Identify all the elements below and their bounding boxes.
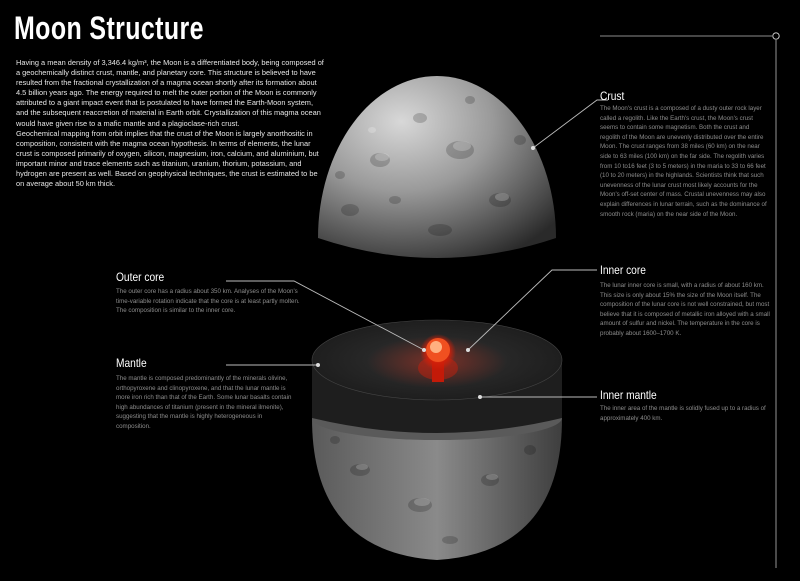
outer-core-title: Outer core	[116, 270, 165, 284]
intro-paragraph-1: Having a mean density of 3,346.4 kg/m³, …	[16, 58, 324, 128]
outer-core-description: The outer core has a radius about 350 km…	[116, 288, 300, 315]
crust-description: The Moon's crust is a composed of a dust…	[600, 105, 767, 218]
mantle-title: Mantle	[116, 356, 147, 370]
leader-lines	[226, 99, 608, 399]
crust-title: Crust	[600, 89, 625, 103]
frame-line	[600, 32, 780, 568]
bottom-hemisphere	[311, 319, 563, 560]
inner-mantle-title: Inner mantle	[600, 388, 657, 402]
inner-core-title: Inner core	[600, 263, 646, 277]
core	[418, 334, 458, 382]
mantle-description: The mantle is composed predominantly of …	[116, 375, 292, 430]
inner-core-description: The lunar inner core is small, with a ra…	[600, 282, 770, 337]
top-hemisphere	[318, 76, 556, 258]
inner-mantle-description: The inner area of the mantle is solidly …	[600, 405, 766, 422]
intro-paragraph-2: Geochemical mapping from orbit implies t…	[16, 128, 319, 189]
intro-text: Having a mean density of 3,346.4 kg/m³, …	[16, 58, 326, 189]
page-title: Moon Structure	[14, 10, 204, 46]
